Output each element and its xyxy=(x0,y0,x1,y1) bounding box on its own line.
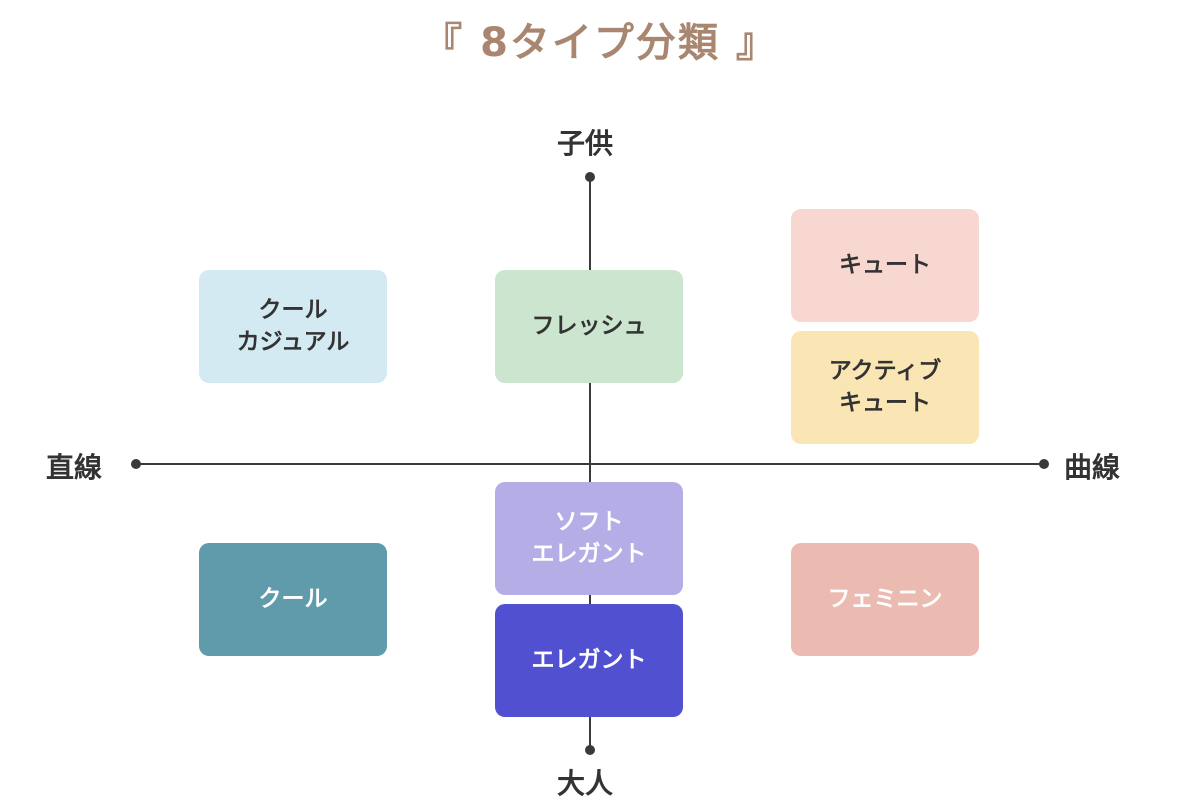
type-label-soft-elegant: ソフト エレガント xyxy=(531,509,647,567)
bottom-axis-endpoint-dot xyxy=(585,745,595,755)
type-box-soft-elegant: ソフト エレガント xyxy=(495,482,683,595)
type-box-cool-casual: クール カジュアル xyxy=(199,270,387,383)
vertical-axis-line xyxy=(589,177,591,750)
axis-label-left: 直線 xyxy=(46,451,103,484)
type-box-fresh: フレッシュ xyxy=(495,270,683,383)
axis-label-right: 曲線 xyxy=(1064,451,1121,484)
top-axis-endpoint-dot xyxy=(585,172,595,182)
type-label-active-cute: アクティブ キュート xyxy=(828,358,942,416)
right-axis-endpoint-dot xyxy=(1039,459,1049,469)
type-box-cool: クール xyxy=(199,543,387,656)
type-label-fresh: フレッシュ xyxy=(531,312,647,339)
page-title: 『 8タイプ分類 』 xyxy=(422,20,778,66)
axis-label-top: 子供 xyxy=(557,127,614,160)
type-box-cute: キュート xyxy=(791,209,979,322)
left-axis-endpoint-dot xyxy=(131,459,141,469)
type-label-elegant: エレガント xyxy=(531,646,647,673)
type-box-active-cute: アクティブ キュート xyxy=(791,331,979,444)
type-label-cute: キュート xyxy=(839,251,931,278)
type-label-feminine: フェミニン xyxy=(827,585,943,612)
type-box-feminine: フェミニン xyxy=(791,543,979,656)
axis-label-bottom: 大人 xyxy=(557,767,614,800)
type-label-cool-casual: クール カジュアル xyxy=(236,297,350,355)
type-box-elegant: エレガント xyxy=(495,604,683,717)
type-label-cool: クール xyxy=(258,585,328,612)
